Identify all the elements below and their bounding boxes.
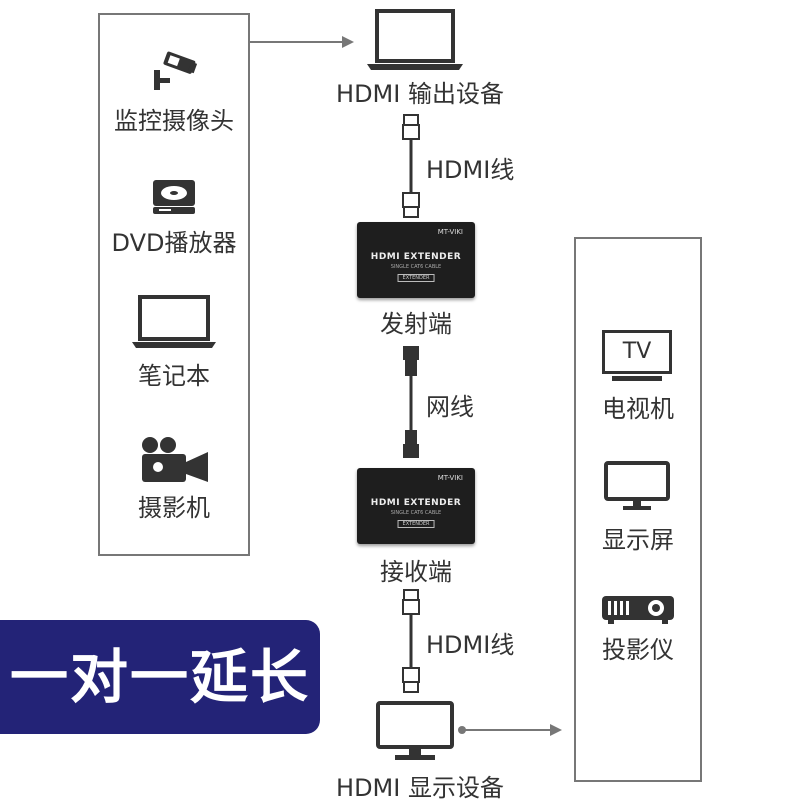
hdmi-cable-bottom-label: HDMI线	[426, 631, 515, 659]
source-label-dvd: DVD播放器	[111, 229, 237, 257]
display-label-tv: 电视机	[602, 395, 674, 423]
transmitter-subtitle: SINGLE CAT6 CABLE	[390, 264, 442, 270]
receiver-brand: MT-VIKI	[437, 474, 463, 482]
tv-icon-text: TV	[602, 330, 672, 374]
network-cable-label: 网线	[426, 393, 474, 421]
display-label-projector: 投影仪	[602, 636, 674, 664]
output-laptop-icon	[367, 9, 463, 70]
display-devices-box	[574, 237, 702, 782]
display-device-label: HDMI 显示设备	[336, 774, 504, 802]
transmitter-label: 发射端	[380, 310, 452, 338]
source-label-laptop: 笔记本	[138, 362, 210, 390]
transmitter-title: HDMI EXTENDER	[370, 252, 462, 262]
hdmi-cable-top-icon	[402, 114, 420, 218]
display-label-monitor: 显示屏	[602, 526, 674, 554]
hdmi-cable-bottom-icon	[402, 589, 420, 693]
tv-icon: TV	[602, 330, 672, 382]
receiver-subtitle: SINGLE CAT6 CABLE	[390, 510, 442, 516]
dvd-player-icon	[153, 180, 195, 214]
transmitter-brand: MT-VIKI	[437, 228, 463, 236]
arrow-to-output-device	[248, 36, 354, 48]
laptop-icon	[132, 295, 216, 348]
receiver-label: 接收端	[380, 558, 452, 586]
projector-icon	[602, 596, 674, 624]
source-label-video-camera: 摄影机	[138, 494, 210, 522]
display-monitor-icon	[376, 701, 454, 760]
monitor-icon	[604, 461, 670, 510]
network-cable-icon	[403, 346, 419, 458]
arrow-to-displays	[458, 724, 562, 736]
receiver-device: MT-VIKI HDMI EXTENDER SINGLE CAT6 CABLE …	[357, 468, 475, 544]
security-camera-icon	[154, 51, 198, 90]
source-devices-box	[98, 13, 250, 556]
receiver-title: HDMI EXTENDER	[370, 498, 462, 508]
video-camera-icon	[142, 437, 208, 482]
receiver-tag: EXTENDER	[397, 520, 435, 528]
banner: 一对一延长	[0, 620, 320, 734]
transmitter-tag: EXTENDER	[397, 274, 435, 282]
hdmi-cable-top-label: HDMI线	[426, 156, 515, 184]
banner-text: 一对一延长	[9, 643, 310, 711]
source-label-camera: 监控摄像头	[114, 107, 234, 135]
output-device-label: HDMI 输出设备	[336, 80, 504, 108]
transmitter-device: MT-VIKI HDMI EXTENDER SINGLE CAT6 CABLE …	[357, 222, 475, 298]
